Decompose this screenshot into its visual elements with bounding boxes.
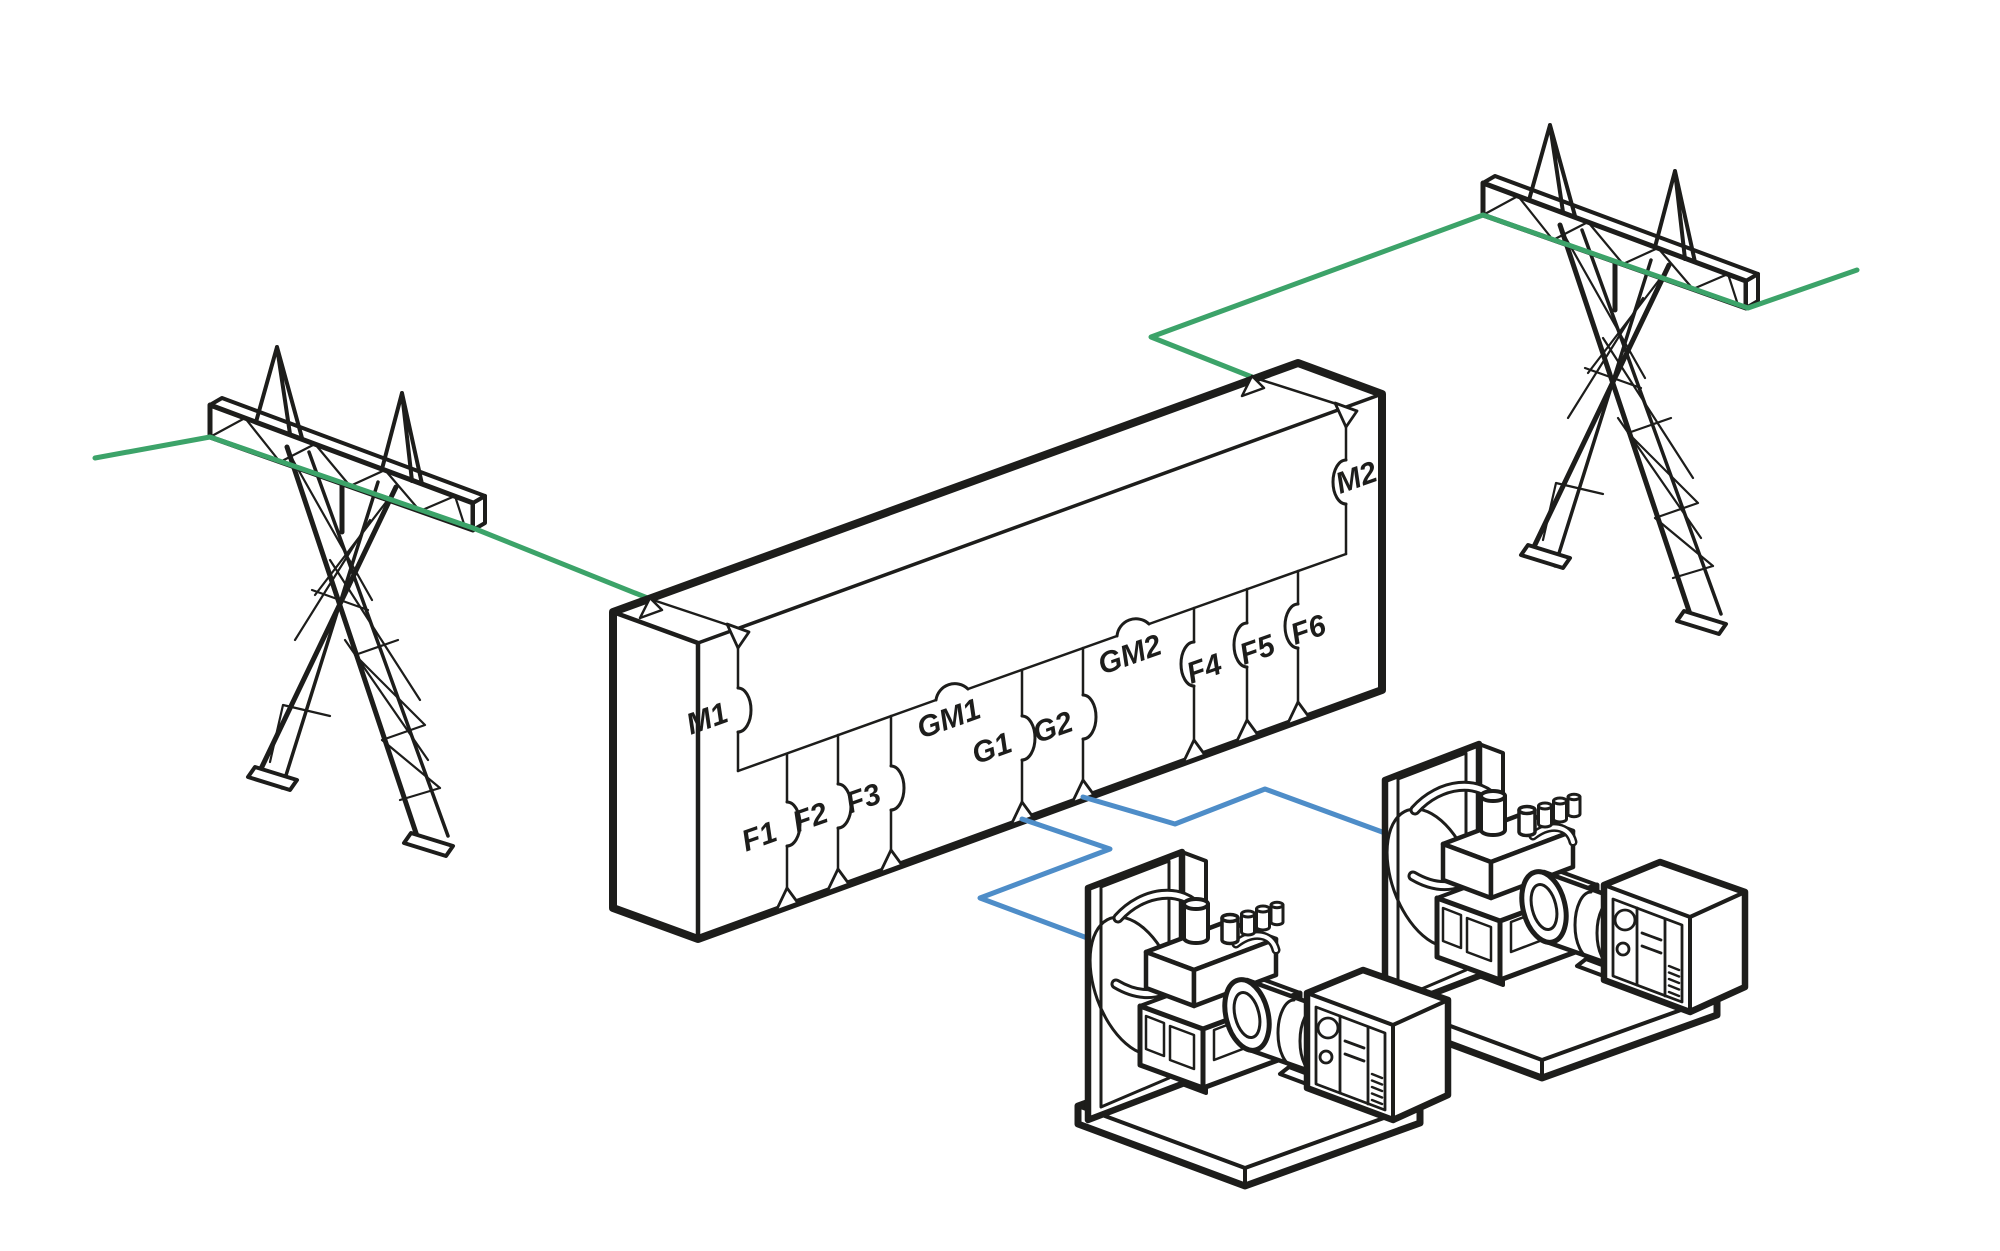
terminal-M1 bbox=[725, 622, 751, 650]
panel-top-face bbox=[613, 363, 1382, 643]
panel-silhouette bbox=[609, 359, 1386, 943]
panel-front-face bbox=[698, 394, 1382, 939]
breaker-arc-M2 bbox=[1331, 458, 1348, 506]
panel-front-top-edge bbox=[696, 392, 1384, 645]
utility-line-right bbox=[1148, 212, 1860, 380]
terminal-F6 bbox=[1285, 700, 1311, 727]
breaker-arc-G2 bbox=[1081, 693, 1098, 741]
transmission-tower-left bbox=[210, 347, 485, 856]
transmission-tower-right bbox=[1483, 125, 1758, 634]
breaker-arc-G1 bbox=[1020, 714, 1037, 762]
terminal-F5 bbox=[1234, 718, 1260, 745]
generator-line-1 bbox=[977, 816, 1113, 942]
terminal-F3 bbox=[878, 848, 904, 875]
generator-line-2 bbox=[1080, 786, 1388, 836]
utility-line-left bbox=[92, 434, 653, 602]
breaker-arc-F5 bbox=[1232, 621, 1249, 669]
breaker-arcs bbox=[736, 458, 1348, 848]
panel-left-edges bbox=[610, 609, 701, 942]
breaker-arc-F6 bbox=[1283, 602, 1300, 650]
terminal-F2 bbox=[825, 867, 851, 894]
terminal-triangles bbox=[725, 401, 1359, 913]
terminal-M2 bbox=[1333, 401, 1359, 429]
panel-left-face bbox=[613, 612, 698, 939]
bus-coupler-GM1 bbox=[934, 682, 970, 702]
bus-coupler-GM2 bbox=[1115, 617, 1151, 638]
top-face-conductors bbox=[648, 375, 1348, 630]
terminal-F1 bbox=[774, 886, 800, 913]
line-contact-marks bbox=[638, 374, 1266, 620]
breaker-arc-F4 bbox=[1179, 640, 1196, 688]
breaker-arc-F2 bbox=[836, 782, 853, 830]
breaker-arc-M1 bbox=[736, 686, 753, 734]
feeder-lines bbox=[736, 405, 1348, 890]
switchgear-panel bbox=[609, 359, 1386, 943]
terminal-F4 bbox=[1181, 738, 1207, 765]
breaker-arc-F3 bbox=[889, 764, 906, 812]
breaker-arc-F1 bbox=[785, 800, 802, 848]
